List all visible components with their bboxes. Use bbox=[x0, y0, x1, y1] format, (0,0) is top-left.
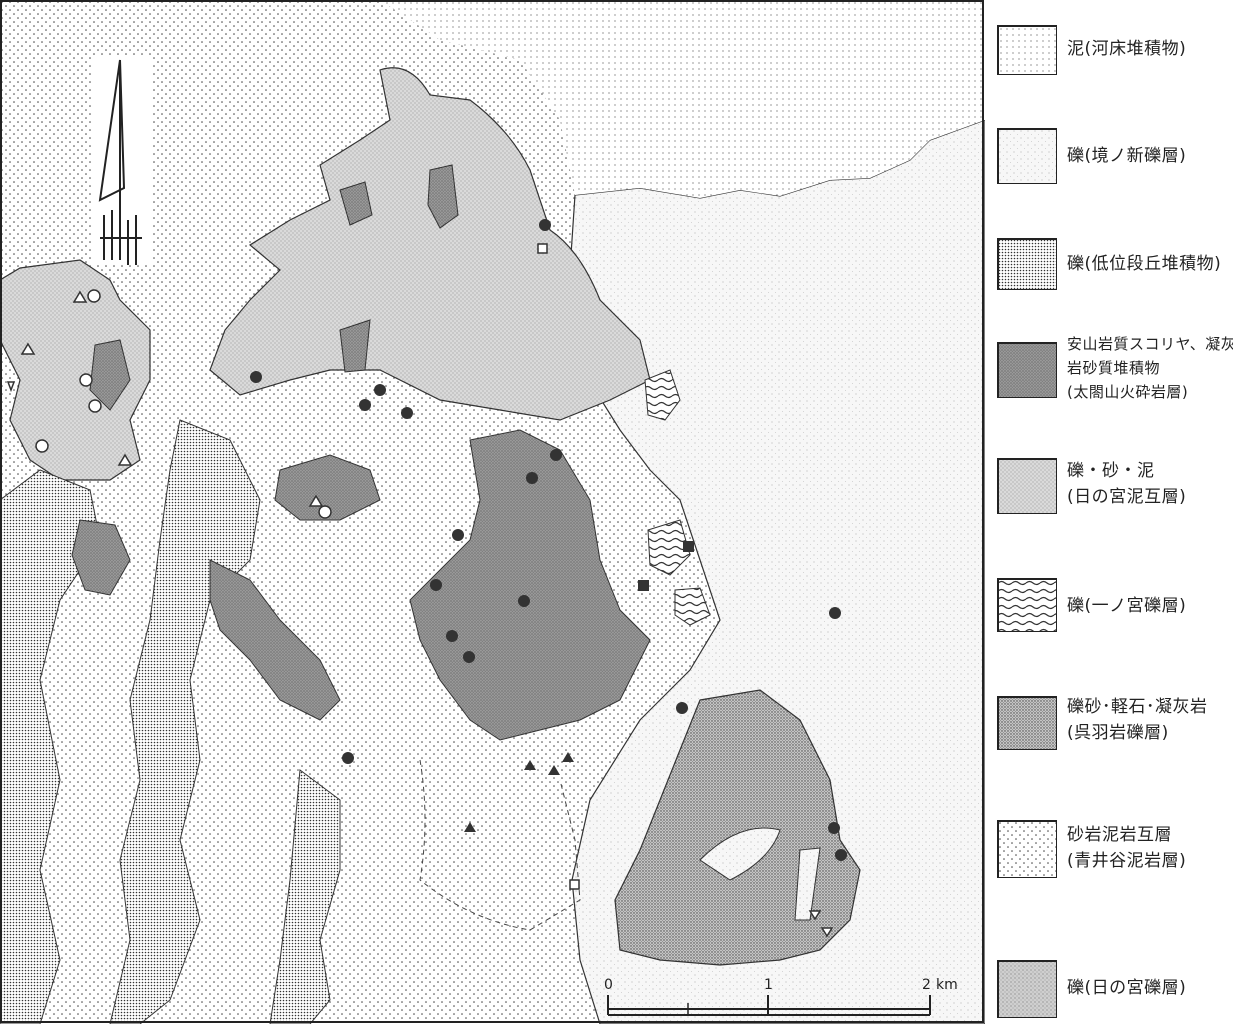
legend-line: 安山岩質スコリヤ、凝灰 bbox=[1067, 335, 1233, 353]
legend-label: 礫(日の宮礫層) bbox=[1067, 978, 1186, 999]
unit-hinomiya-mudstone-upper bbox=[209, 67, 651, 421]
unit-terrace-gravel-band-3 bbox=[269, 769, 341, 1024]
scale-unit: km bbox=[936, 977, 958, 993]
scale-bar-graphic bbox=[607, 995, 931, 1016]
sample-circle-filled bbox=[526, 472, 538, 484]
legend-label: 泥(河床堆積物) bbox=[1067, 39, 1186, 60]
scale-label-0: 0 bbox=[604, 977, 613, 993]
unit-hinomiya-mudstone-left bbox=[0, 259, 151, 481]
scale-label-2: 2 bbox=[922, 977, 931, 993]
sample-circle-filled bbox=[829, 607, 841, 619]
legend-label: 安山岩質スコリヤ、凝灰 岩砂質堆積物 (太閤山火砕岩層) bbox=[1067, 332, 1233, 404]
legend-item-mud: 泥(河床堆積物) bbox=[997, 25, 1233, 77]
unit-andesite-sw bbox=[71, 519, 131, 596]
legend-line: 礫(一ノ宮礫層) bbox=[1067, 596, 1187, 616]
legend-item-gravel-terrace: 礫(低位段丘堆積物) bbox=[997, 238, 1233, 290]
legend-line: (呉羽岩礫層) bbox=[1067, 723, 1169, 743]
legend-line: 泥(河床堆積物) bbox=[1067, 39, 1187, 59]
sample-circle-filled bbox=[250, 371, 262, 383]
scale-label-1: 1 bbox=[764, 977, 773, 993]
legend-item-sandstone: 砂岩泥岩互層 (青井谷泥岩層) bbox=[997, 820, 1233, 878]
sample-circle-filled bbox=[835, 849, 847, 861]
legend-item-gravel-sakai: 礫(境ノ新礫層) bbox=[997, 128, 1233, 184]
unit-ichinomiya-gravel bbox=[644, 369, 711, 626]
legend-line: 礫(低位段丘堆積物) bbox=[1067, 254, 1222, 274]
unit-kureha-inlet bbox=[699, 827, 821, 921]
sample-circle-filled bbox=[452, 529, 464, 541]
unit-terrace-gravel-band bbox=[0, 469, 101, 1024]
sample-circle-filled bbox=[359, 399, 371, 411]
sample-square-filled bbox=[638, 580, 649, 591]
legend-line: 礫砂･軽石･凝灰岩 bbox=[1067, 697, 1208, 717]
sample-circle-filled bbox=[463, 651, 475, 663]
legend-item-kureha: 礫砂･軽石･凝灰岩 (呉羽岩礫層) bbox=[997, 694, 1233, 752]
sample-circle-filled bbox=[342, 752, 354, 764]
legend-label: 礫(低位段丘堆積物) bbox=[1067, 254, 1221, 275]
north-arrow-icon bbox=[92, 55, 152, 265]
legend-label: 砂岩泥岩互層 (青井谷泥岩層) bbox=[1067, 822, 1186, 874]
legend-label: 礫・砂・泥 (日の宮泥互層) bbox=[1067, 458, 1186, 510]
unit-andesite-top bbox=[339, 164, 459, 373]
sample-triangle-filled bbox=[464, 822, 476, 832]
sample-circle-filled bbox=[676, 702, 688, 714]
legend-item-gravel-ichinomiya: 礫(一ノ宮礫層) bbox=[997, 578, 1233, 632]
sample-circle-filled bbox=[430, 579, 442, 591]
legend-line: 砂岩泥岩互層 bbox=[1067, 825, 1172, 845]
map-legend: 泥(河床堆積物) 礫(境ノ新礫層) 礫(低位段丘堆積物) 安山岩質スコリヤ、凝灰… bbox=[985, 0, 1233, 1024]
sample-markers bbox=[250, 219, 847, 861]
legend-item-gravel-sand-mud: 礫・砂・泥 (日の宮泥互層) bbox=[997, 458, 1233, 514]
sample-circle-filled bbox=[828, 822, 840, 834]
legend-line: (青井谷泥岩層) bbox=[1067, 851, 1187, 871]
legend-line: 岩砂質堆積物 bbox=[1067, 359, 1161, 377]
scale-bar: 0 1 2 km bbox=[600, 975, 960, 1020]
sample-circle-filled bbox=[446, 630, 458, 642]
sample-triangle-filled bbox=[548, 765, 560, 775]
sample-circle-filled bbox=[401, 407, 413, 419]
legend-swatch bbox=[997, 25, 1057, 75]
sample-triangle-filled bbox=[562, 752, 574, 762]
legend-item-andesite: 安山岩質スコリヤ、凝灰 岩砂質堆積物 (太閤山火砕岩層) bbox=[997, 335, 1233, 402]
unit-andesite-north bbox=[274, 454, 381, 521]
legend-item-gravel-hinomiya: 礫(日の宮礫層) bbox=[997, 960, 1233, 1018]
map-frame bbox=[0, 0, 984, 1023]
legend-line: 礫・砂・泥 bbox=[1067, 461, 1155, 481]
sample-circle-filled bbox=[539, 219, 551, 231]
legend-label: 礫(一ノ宮礫層) bbox=[1067, 596, 1186, 617]
sample-square-filled bbox=[683, 541, 694, 552]
sample-markers-open bbox=[6, 243, 834, 938]
legend-line: (太閤山火砕岩層) bbox=[1067, 383, 1189, 401]
legend-line: 礫(境ノ新礫層) bbox=[1067, 146, 1187, 166]
unit-andesite-west bbox=[209, 559, 341, 721]
sample-triangle-filled bbox=[524, 760, 536, 770]
legend-label: 礫砂･軽石･凝灰岩 (呉羽岩礫層) bbox=[1067, 694, 1208, 746]
geologic-map bbox=[0, 0, 985, 1024]
legend-label: 礫(境ノ新礫層) bbox=[1067, 146, 1186, 167]
sample-circle-filled bbox=[518, 595, 530, 607]
legend-line: (日の宮泥互層) bbox=[1067, 487, 1187, 507]
unit-river-mud bbox=[0, 0, 985, 198]
sample-circle-filled bbox=[374, 384, 386, 396]
legend-line: 礫(日の宮礫層) bbox=[1067, 978, 1187, 998]
sample-circle-filled bbox=[550, 449, 562, 461]
